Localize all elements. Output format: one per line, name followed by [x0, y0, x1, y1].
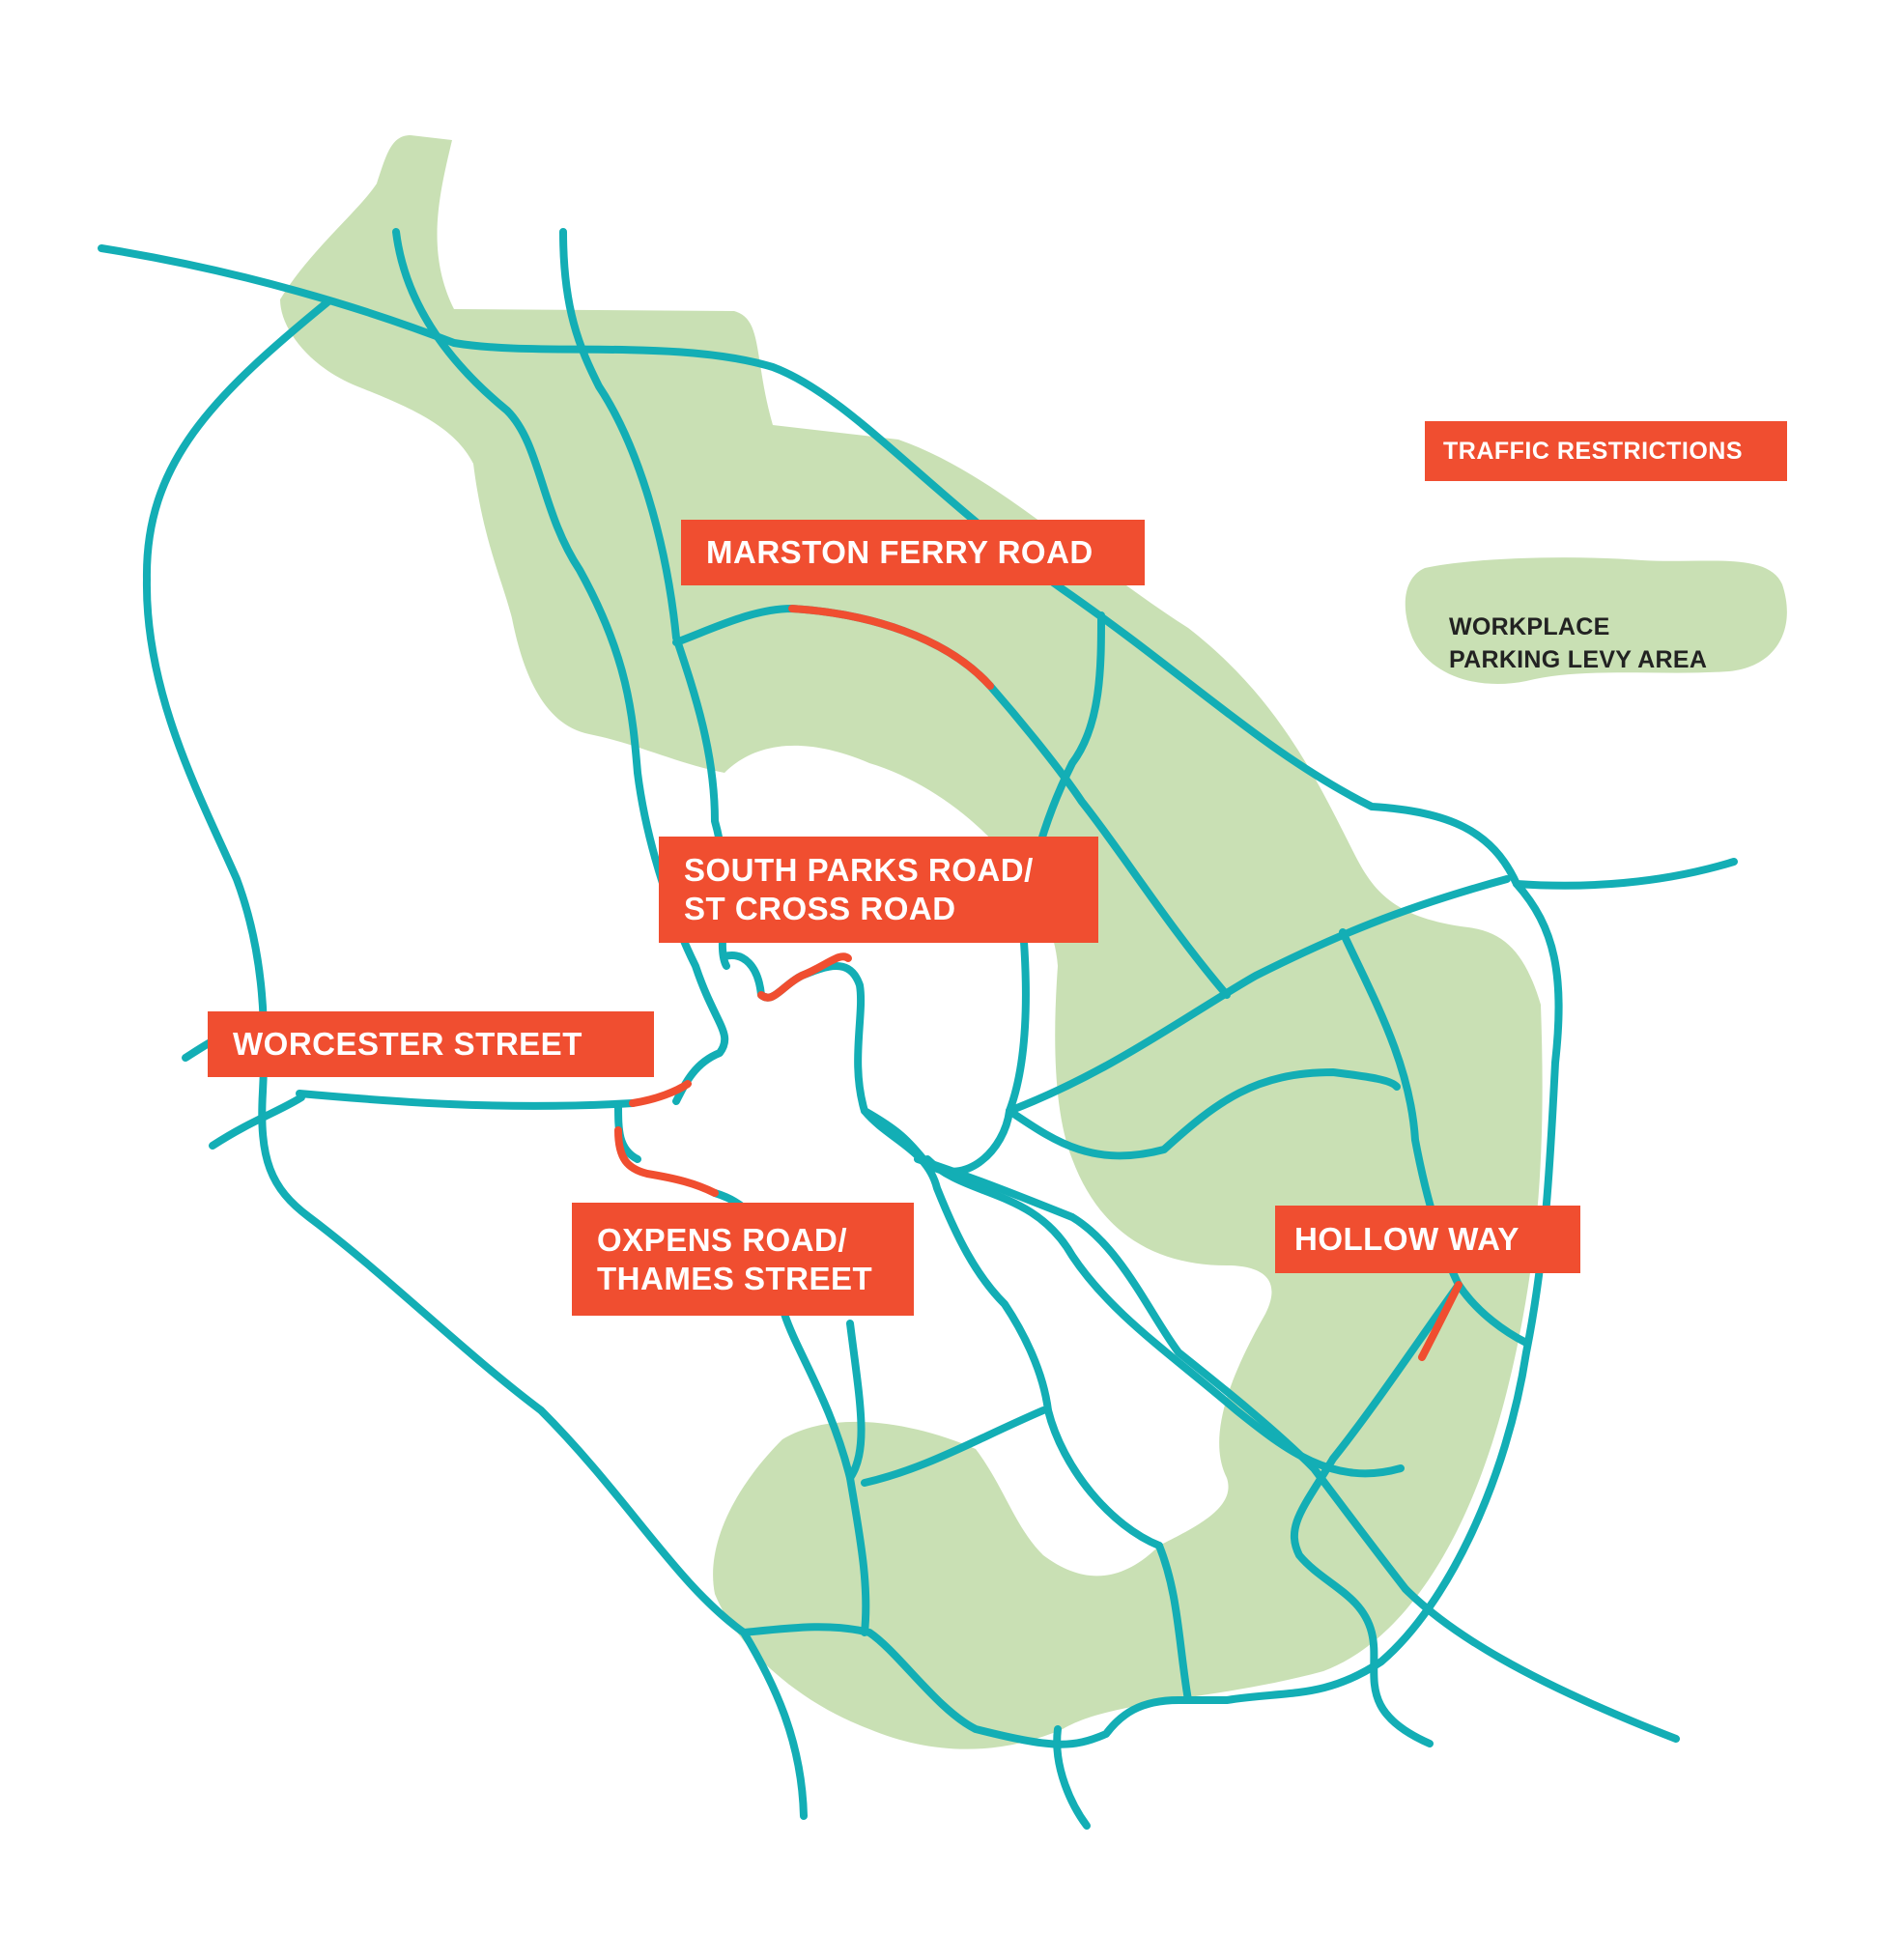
label-worcester-street: WORCESTER STREET — [208, 1011, 654, 1077]
road-hollow-north — [1339, 928, 1530, 1347]
label-worcester-street-text: WORCESTER STREET — [233, 1026, 582, 1062]
road-hollow-ring — [740, 880, 1563, 1748]
road-bottom-stub — [1053, 1725, 1091, 1830]
workplace-parking-levy-area — [280, 135, 1543, 1749]
label-marston-ferry-road-text: MARSTON FERRY ROAD — [706, 534, 1094, 570]
road-banbury-road — [392, 228, 729, 1105]
restriction-oxpens-road — [614, 1126, 719, 1197]
restriction-south-parks-road — [757, 952, 852, 1002]
road-east-oxford — [1044, 1406, 1163, 1549]
label-south-parks-road: SOUTH PARKS ROAD/ ST CROSS ROAD — [659, 837, 1098, 943]
label-south-parks-road-text: SOUTH PARKS ROAD/ ST CROSS ROAD — [684, 852, 1034, 926]
road-worcester-west-2 — [209, 1094, 305, 1150]
label-hollow-way-text: HOLLOW WAY — [1294, 1221, 1520, 1257]
legend-traffic-restrictions-text: TRAFFIC RESTRICTIONS — [1443, 437, 1743, 465]
road-cowley — [1006, 1068, 1401, 1160]
road-south-parks-loop — [721, 952, 1013, 1176]
road-south-east-spur — [1291, 1281, 1463, 1747]
road-southern-bypass — [1402, 1585, 1680, 1743]
label-hollow-way: HOLLOW WAY — [1275, 1206, 1580, 1273]
legend-levy-text: WORKPLACE PARKING LEVY AREA — [1449, 613, 1708, 673]
restriction-hollow-way — [1418, 1281, 1463, 1361]
restriction-marston-ferry-road — [788, 605, 994, 690]
label-marston-ferry-road: MARSTON FERRY ROAD — [681, 520, 1145, 585]
label-oxpens-road-text: OXPENS ROAD/ THAMES STREET — [597, 1221, 873, 1296]
road-headington-link — [923, 1155, 1405, 1478]
road-northern-bypass — [98, 244, 1520, 888]
road-rose-hill — [861, 1406, 1047, 1487]
restriction-worcester-street — [629, 1080, 692, 1107]
legend-traffic-restrictions: TRAFFIC RESTRICTIONS — [1425, 421, 1787, 481]
label-oxpens-road: OXPENS ROAD/ THAMES STREET — [572, 1203, 914, 1316]
road-headington-inner — [1006, 875, 1511, 1115]
road-iffley — [914, 1155, 1409, 1593]
road-eastern-spur — [1513, 858, 1738, 890]
road-south-loop — [861, 1107, 1052, 1414]
legend-levy-swatch — [1405, 557, 1787, 684]
road-worcester — [296, 1090, 637, 1110]
road-ring-south-bottom — [1155, 1542, 1192, 1704]
road-abingdon — [740, 1629, 808, 1820]
